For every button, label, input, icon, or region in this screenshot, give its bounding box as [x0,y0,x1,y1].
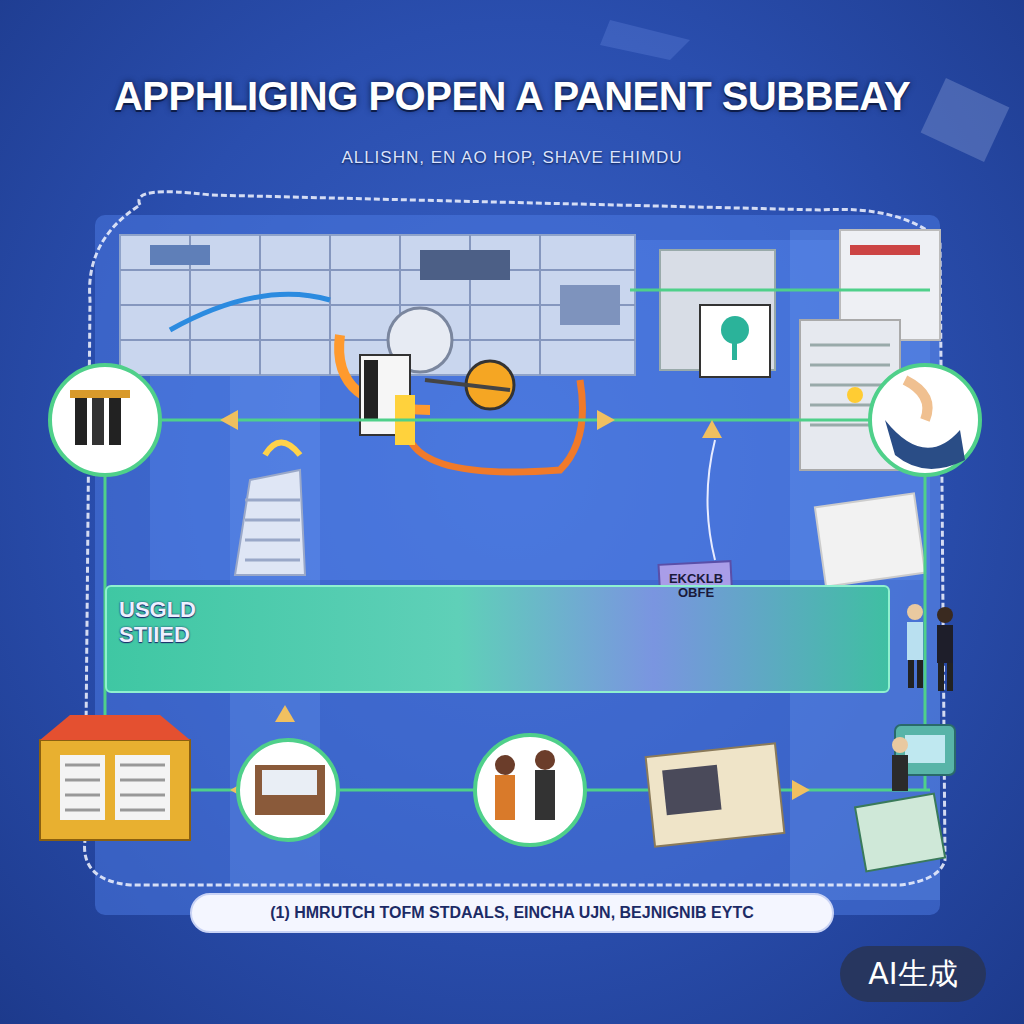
icon-circles-part [238,740,338,840]
people-figures-part [907,622,923,660]
arrowheads-part [702,420,722,438]
machine-illustration [235,308,583,575]
icon-circles-part [885,420,965,469]
people-figures-part [917,660,923,688]
bottom-illustrations [40,715,955,871]
icon-circles-part [70,390,130,398]
people-figures-part [907,604,923,620]
chalk-loop [85,192,945,885]
icon-circles-part [75,395,87,445]
bottom-illustrations-part [115,755,170,820]
icon-circles-part [50,365,160,475]
icon-circles-part [535,750,555,770]
icon-circles-part [109,395,121,445]
right-documents-part [815,493,925,586]
icon-circles-part [475,735,585,845]
bottom-illustrations-part [905,735,945,763]
people-figures-part [908,660,914,688]
bottom-illustrations-part [40,740,190,840]
top-blueprint-panel-part [420,250,510,280]
green-connectors-part [708,440,716,560]
bottom-illustrations-part [65,765,100,810]
right-documents-part [850,245,920,255]
green-connectors-part [630,289,930,292]
people-figures [892,604,953,791]
icon-circles-part [535,770,555,820]
icon-circles-part [905,380,928,420]
right-documents-part [721,316,749,344]
icon-circles-part [495,775,515,820]
arrowheads-part [792,780,810,800]
icon-circles-part [92,395,104,445]
process-band: USGLD STIIED [105,585,890,693]
background-panels-part [600,20,690,60]
arrowheads-part [220,410,238,430]
icon-circles-part [262,770,317,795]
bottom-illustrations-part [60,755,105,820]
green-connectors [105,290,930,790]
people-figures-part [892,737,908,753]
arrowheads-part [275,705,295,722]
background-panels-part [921,78,1010,162]
people-figures-part [937,607,953,623]
bottom-illustrations-part [120,765,165,810]
bottom-illustrations-part [855,794,945,872]
bottom-illustrations-part [662,765,721,816]
bottom-illustrations-part [40,715,190,740]
diagram-title: APPHLIGING POPEN A PANENT SUBBEAY [0,74,1024,119]
top-blueprint-panel-part [170,294,330,330]
people-figures-part [937,625,953,663]
machine-illustration-part [265,443,300,456]
watermark-badge: AI生成 [840,946,986,1002]
note-text: EKCKLB OBFE [662,572,730,601]
caption-bar: (1) HMRUTCH TOFM STDAALS, EINCHA UJN, BE… [190,893,834,933]
top-blueprint-panel-part [560,285,620,325]
bottom-illustrations-part [646,743,785,846]
machine-illustration-part [235,470,305,575]
band-text: USGLD STIIED [119,597,209,648]
right-documents-part [847,387,863,403]
arrowheads-part [597,410,615,430]
caption-text: (1) HMRUTCH TOFM STDAALS, EINCHA UJN, BE… [192,895,832,931]
icon-circles-part [495,755,515,775]
machine-illustration-part [245,500,300,560]
right-documents-part [732,340,737,360]
watermark-text: AI生成 [840,946,986,1002]
right-documents-part [700,305,770,377]
background-panels-part [95,215,940,915]
people-figures-part [892,755,908,791]
top-blueprint-panel-part [150,245,210,265]
icon-circles-part [255,765,325,815]
icon-circles-part [870,365,980,475]
subtitle-text: ALLISHN, EN AO HOP, SHAVE EHIMDU [0,148,1024,168]
chalk-loop-part [85,192,945,885]
people-figures-part [938,663,944,691]
machine-illustration-part [425,380,510,390]
machine-illustration-part [364,360,378,420]
people-figures-part [947,663,953,691]
